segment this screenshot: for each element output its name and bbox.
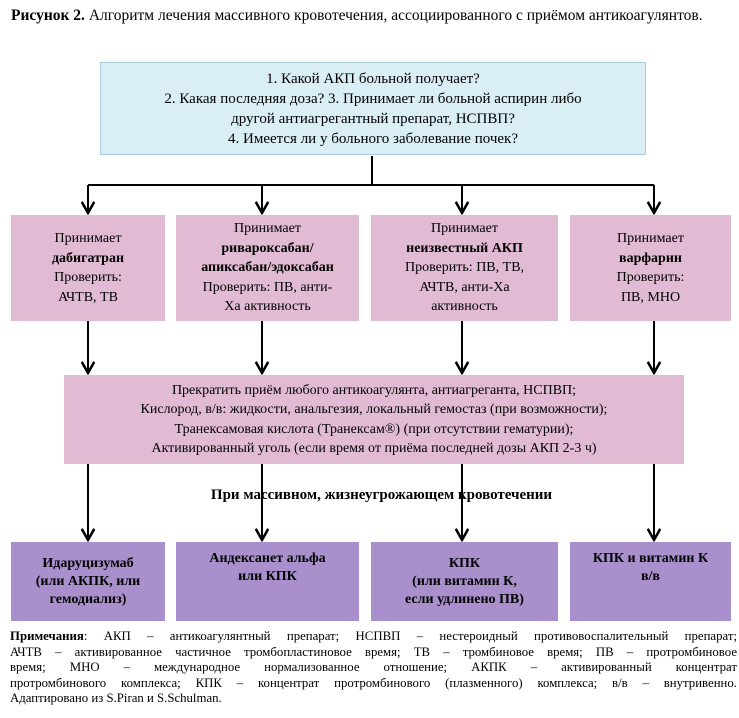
drug-box-rivaroxaban: Принимает ривароксабан/ апиксабан/эдокса… [176,215,359,321]
notes-section: Примечания: АКП – антикоагулянтный препа… [10,629,737,707]
general-measures-box: Прекратить приём любого антикоагулянта, … [64,375,684,464]
treatment-line: в/в [640,569,660,584]
notes-line: время; МНО – международное нормализованн… [10,660,737,675]
questions-box: 1. Какой АКП больной получает? 2. Какая … [100,62,646,155]
drug-check-line: активность [431,299,498,315]
drug-name-continued: апиксабан/эдоксабан [201,260,334,276]
treatment-box-pcc: КПК (или витамин К, если удлинено ПВ) [371,542,558,621]
treatment-line: Идаруцизумаб [42,555,134,571]
caption-label: Рисунок 2. [11,7,85,24]
drug-check-line: Ха активность [224,299,311,315]
drug-name: неизвестный АКП [406,240,523,256]
treatment-line: КПК [448,555,481,571]
drug-box-warfarin: Принимает варфарин Проверить: ПВ, МНО [570,215,731,321]
drug-check-line: Проверить: [54,270,122,285]
drug-check-line: АЧТВ, анти-Ха [419,279,510,295]
treatment-line: КПК и витамин К [592,551,709,566]
caption-text: Алгоритм лечения массивного кровотечения… [88,7,703,24]
treatment-line: если удлинено ПВ) [405,591,524,607]
question-line-2: 2. Какая последняя доза? 3. Принимает ли… [164,90,582,107]
measure-line: Прекратить приём любого антикоагулянта, … [171,382,577,398]
treatment-line: или КПК [238,569,297,584]
treatment-box-andexanet: Андексанет альфа или КПК [176,542,359,621]
drug-prefix: Принимает [234,221,301,237]
notes-line: АЧТВ – активированное частичное тромбопл… [10,644,737,659]
treatment-line: гемодиализ) [49,591,127,607]
drug-check-line: Проверить: ПВ, анти- [202,279,333,295]
drug-box-dabigatran: Принимает дабигатран Проверить: АЧТВ, ТВ [11,215,165,321]
figure-caption: Рисунок 2. Алгоритм лечения массивного к… [11,6,731,25]
notes-source: Адаптировано из S.Piran и S.Schulman. [10,691,222,706]
drug-name: варфарин [619,250,682,266]
notes-label: Примечания [10,629,84,643]
measure-line: Активированный уголь (если время от приё… [151,441,597,456]
notes-line: протромбинового комплекса; КПК – концент… [10,675,737,690]
drug-check-line: Проверить: [616,270,685,285]
drug-prefix: Принимает [431,221,498,237]
drug-name: дабигатран [51,250,125,266]
question-line-3: другой антиагрегантный препарат, НСПВП? [231,110,515,127]
drug-check-line: Проверить: ПВ, ТВ, [404,260,525,276]
drug-name: ривароксабан/ [221,240,314,256]
treatment-box-pcc-vitk: КПК и витамин К в/в [570,542,731,621]
drug-prefix: Принимает [54,231,122,246]
treatment-line: (или витамин К, [412,573,517,589]
drug-check-line: ПВ, МНО [620,289,681,305]
massive-bleeding-heading: При массивном, жизнеугрожающем кровотече… [210,487,553,503]
drug-prefix: Принимает [617,231,684,246]
treatment-line: Андексанет альфа [209,551,326,566]
question-line-4: 4. Имеется ли у больного заболевание поч… [228,130,518,147]
measure-line: Транексамовая кислота (Транексам®) (при … [174,421,574,437]
measure-line: Кислород, в/в: жидкости, анальгезия, лок… [140,402,608,417]
notes-line: Примечания: АКП – антикоагулянтный препа… [10,629,737,643]
treatment-line: (или АКПК, или [35,573,141,589]
treatment-box-idarucizumab: Идаруцизумаб (или АКПК, или гемодиализ) [11,542,165,621]
question-line-1: 1. Какой АКП больной получает? [266,70,480,87]
drug-check-line: АЧТВ, ТВ [58,289,118,305]
drug-box-unknown: Принимает неизвестный АКП Проверить: ПВ,… [371,215,558,321]
